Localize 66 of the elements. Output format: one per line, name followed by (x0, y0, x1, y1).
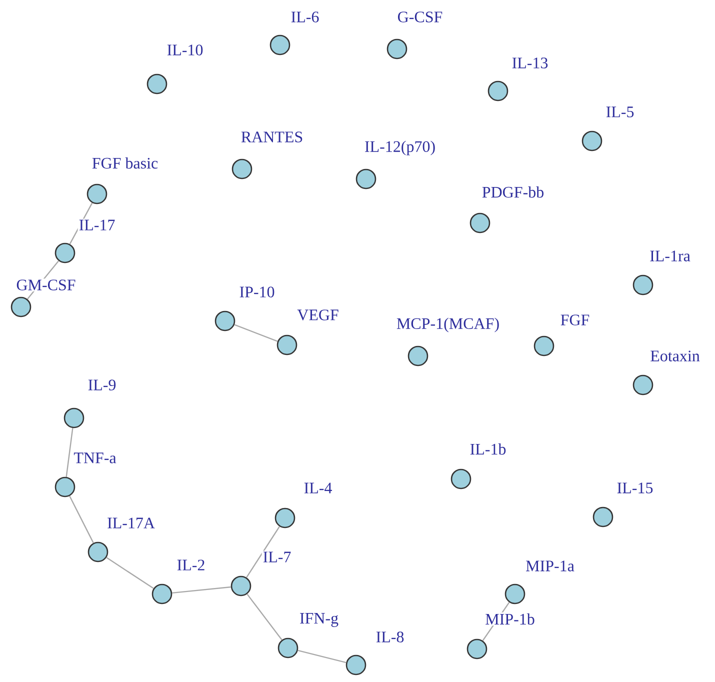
node-label: IL-9 (86, 378, 118, 392)
node-label: IL-1ra (648, 250, 692, 262)
node-circle (88, 542, 108, 562)
node-label: MCP-1(MCAF) (395, 316, 501, 334)
edge-line (66, 428, 74, 477)
node-circle (504, 584, 526, 604)
node-label: PDGF-bb (480, 185, 546, 199)
node-label: IP-10 (238, 286, 276, 298)
node-circle (278, 638, 298, 658)
node-label: IL-15 (616, 482, 654, 494)
node-circle (582, 130, 602, 152)
node-label: IL-7 (262, 550, 292, 564)
node-label: TNF-a (72, 452, 118, 464)
node-label: FGF basic (90, 156, 160, 170)
node-label: IL-17 (78, 218, 116, 232)
node-label: IL-17A (106, 516, 156, 530)
node-label: IL-4 (302, 482, 334, 494)
edge-line (246, 526, 280, 578)
node-label: VEGF (296, 308, 340, 322)
node-circle (10, 296, 32, 318)
node-label: IFN-g (298, 612, 340, 628)
node-circle (54, 476, 76, 498)
node-circle (274, 508, 296, 528)
node-circle (466, 638, 488, 660)
node-circle (470, 212, 490, 234)
node-label: GM-CSF (15, 278, 77, 292)
node-circle (214, 310, 236, 332)
node-label: IL-6 (290, 10, 320, 24)
node-circle (632, 374, 654, 396)
edge-line (234, 324, 278, 342)
node-label: IL-10 (166, 44, 204, 56)
node-label: MIP-1a (524, 560, 576, 572)
node-circle (146, 74, 168, 94)
node-label: MIP-1b (484, 612, 536, 626)
node-circle (230, 576, 252, 596)
node-label: IL-13 (510, 56, 550, 70)
edge-line (246, 594, 282, 640)
node-label: RANTES (240, 130, 304, 144)
node-circle (386, 38, 408, 60)
node-circle (346, 654, 366, 676)
node-label: IL-2 (176, 558, 206, 572)
edge-line (298, 650, 346, 664)
node-label: G-CSF (396, 10, 444, 24)
node-circle (632, 274, 654, 296)
node-circle (356, 168, 376, 190)
node-circle (534, 336, 554, 356)
edge-line (106, 557, 154, 589)
node-label: IL-12(p70) (363, 140, 437, 156)
node-circle (54, 242, 76, 264)
node-label: IL-8 (374, 630, 406, 644)
node-label: FGF (559, 314, 591, 326)
node-label: IL-1b (468, 442, 508, 456)
edge-line (69, 496, 94, 544)
node-label: Eotaxin (649, 350, 701, 362)
node-circle (592, 506, 614, 528)
node-circle (270, 34, 290, 56)
node-circle (450, 468, 472, 490)
node-circle (152, 584, 172, 604)
node-circle (408, 346, 428, 366)
node-circle (232, 158, 252, 180)
node-label: IL-5 (604, 106, 636, 118)
node-circle (86, 184, 108, 204)
node-circle (276, 334, 298, 356)
edge-line (172, 586, 231, 594)
node-circle (488, 80, 508, 102)
node-circle (64, 408, 84, 428)
